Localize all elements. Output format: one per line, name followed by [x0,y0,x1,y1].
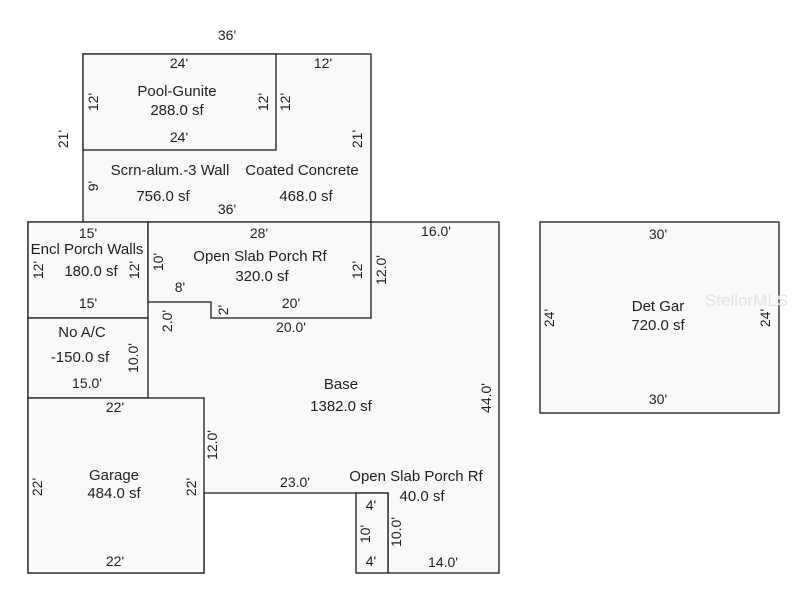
screen-label: Scrn-alum.-3 Wall [111,162,230,179]
dim-base-2: 2.0' [159,310,175,332]
dim-noac-10: 10.0' [125,343,141,373]
dim-base-16: 16.0' [421,223,451,239]
watermark: StellorMLS [705,291,788,310]
base-area: 1382.0 sf [310,398,373,415]
dim-coated-left: 12' [277,93,293,111]
no-ac-outline [27,317,149,399]
dim-garage-top: 22' [106,399,124,415]
open-slab-label: Open Slab Porch Rf [193,248,327,265]
dim-screen-9: 9' [85,181,101,191]
dim-slab2-bottom: 4' [366,553,376,569]
dim-slab-right: 12' [349,261,365,279]
dim-screen-bottom: 36' [218,201,236,217]
dim-garage-left: 22' [29,478,45,496]
dim-slab-top: 28' [250,225,268,241]
dim-screen-left: 21' [55,130,71,148]
det-gar-area: 720.0 sf [631,317,685,334]
dim-slab2-left: 10' [357,525,373,543]
dim-base-12b: 12.0' [204,430,220,460]
dim-coated-top: 12' [314,55,332,71]
encl-porch-outline [27,221,149,319]
dim-det-right: 24' [757,309,773,327]
dim-screen-right: 21' [349,130,365,148]
dim-base-23: 23.0' [280,474,310,490]
dim-pool-right: 12' [255,93,271,111]
screen-area: 756.0 sf [136,188,190,205]
dim-slab-left: 10' [150,253,166,271]
detached-garage-outline [539,221,780,414]
dim-encl-left: 12' [30,261,46,279]
coated-area: 468.0 sf [279,188,333,205]
pool-outline [82,53,277,151]
dim-pool-bottom: 24' [170,129,188,145]
dim-garage-bottom: 22' [106,553,124,569]
dim-det-bottom: 30' [649,391,667,407]
open-slab-porch-outline [147,221,372,319]
dim-slab2-right: 10.0' [388,517,404,547]
pool-label: Pool-Gunite [137,83,216,100]
dim-slab-20: 20' [282,295,300,311]
pool-area: 288.0 sf [150,102,204,119]
dim-pool-top: 24' [170,55,188,71]
no-ac-area: -150.0 sf [51,349,110,366]
garage-area: 484.0 sf [87,485,141,502]
dim-slab2-top: 4' [366,497,376,513]
small-slab-label: Open Slab Porch Rf [349,468,483,485]
garage-label: Garage [89,467,139,484]
dim-pool-left: 12' [85,93,101,111]
dim-base-14: 14.0' [428,554,458,570]
dim-det-left: 24' [541,309,557,327]
no-ac-label: No A/C [58,324,106,341]
dim-encl-right: 12' [126,261,142,279]
dim-encl-top: 15' [79,225,97,241]
dim-base-20: 20.0' [276,319,306,335]
det-gar-label: Det Gar [632,298,685,315]
small-slab-area: 40.0 sf [399,488,445,505]
base-label: Base [324,376,358,393]
garage-outline [27,397,205,574]
dim-base-44: 44.0' [478,383,494,413]
encl-area: 180.0 sf [64,263,118,280]
open-slab-area: 320.0 sf [235,268,289,285]
dim-top-36: 36' [218,27,236,43]
dim-encl-bottom: 15' [79,295,97,311]
dim-slab-2: 2' [215,305,231,315]
dim-garage-right: 22' [183,478,199,496]
dim-base-12: 12.0' [373,255,389,285]
dim-det-top: 30' [649,226,667,242]
encl-label: Encl Porch Walls [31,241,144,258]
coated-label: Coated Concrete [245,162,358,179]
dim-noac-15: 15.0' [72,375,102,391]
dim-slab-8: 8' [175,279,185,295]
small-slab-porch-outline [355,492,389,574]
